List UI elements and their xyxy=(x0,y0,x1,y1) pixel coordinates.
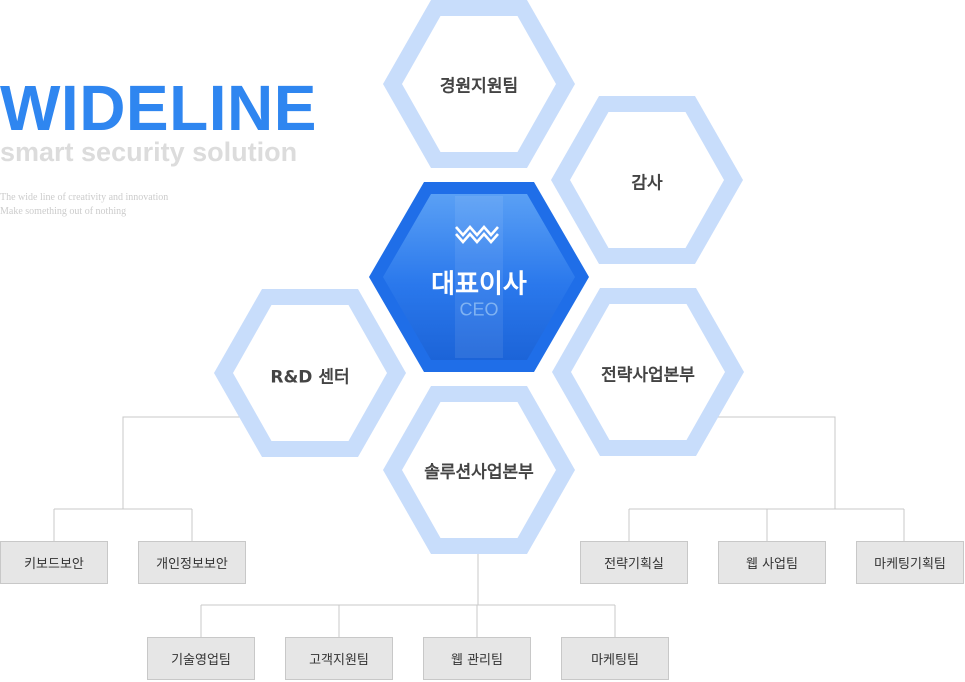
brand-subtitle: smart security solution xyxy=(0,137,298,167)
tagline-line-2: Make something out of nothing xyxy=(0,206,127,217)
hex-rnd-center-inner xyxy=(233,305,387,441)
hex-strategy-inner xyxy=(571,304,725,440)
logo-stroke-1 xyxy=(455,232,499,244)
hex-management-support-inner xyxy=(402,16,556,152)
team-keyboard-security: 키보드보안 xyxy=(0,541,108,584)
connector-line-4 xyxy=(718,416,836,509)
ceo-highlight-band xyxy=(455,196,503,358)
tagline-line-1: The wide line of creativity and innovati… xyxy=(0,192,169,203)
team-web-business: 웹 사업팀 xyxy=(718,541,826,584)
team-technical-sales: 기술영업팀 xyxy=(147,637,255,680)
connector-lines xyxy=(53,416,905,637)
team-web-management: 웹 관리팀 xyxy=(423,637,531,680)
hex-rnd-center xyxy=(214,289,406,457)
hex-strategy xyxy=(552,288,744,456)
hex-solution xyxy=(383,386,575,554)
team-marketing: 마케팅팀 xyxy=(561,637,669,680)
dept-solution: 솔루션사업본부 xyxy=(424,462,534,483)
dept-rnd-center: R&D 센터 xyxy=(270,367,350,388)
dept-strategy: 전략사업본부 xyxy=(601,365,695,386)
hex-ceo xyxy=(369,182,589,372)
hex-audit-inner xyxy=(570,112,724,248)
team-marketing-planning: 마케팅기획팀 xyxy=(856,541,964,584)
team-privacy-security: 개인정보보안 xyxy=(138,541,246,584)
hex-audit xyxy=(551,96,743,264)
wideline-logo-icon xyxy=(455,225,499,244)
dept-audit: 감사 xyxy=(631,173,663,194)
logo-stroke-0 xyxy=(455,225,499,237)
hex-management-support xyxy=(383,0,575,168)
hex-group xyxy=(214,0,744,554)
ceo-title: 대표이사 xyxy=(431,269,527,300)
hex-ceo-inner xyxy=(383,194,575,360)
connector-line-0 xyxy=(122,416,240,509)
brand-title: WIDELINE xyxy=(0,72,317,144)
dept-management-support: 경원지원팀 xyxy=(439,76,519,97)
team-customer-support: 고객지원팀 xyxy=(285,637,393,680)
team-strategy-planning: 전략기획실 xyxy=(580,541,688,584)
hex-solution-inner xyxy=(402,402,556,538)
ceo-subtitle: CEO xyxy=(459,299,499,320)
